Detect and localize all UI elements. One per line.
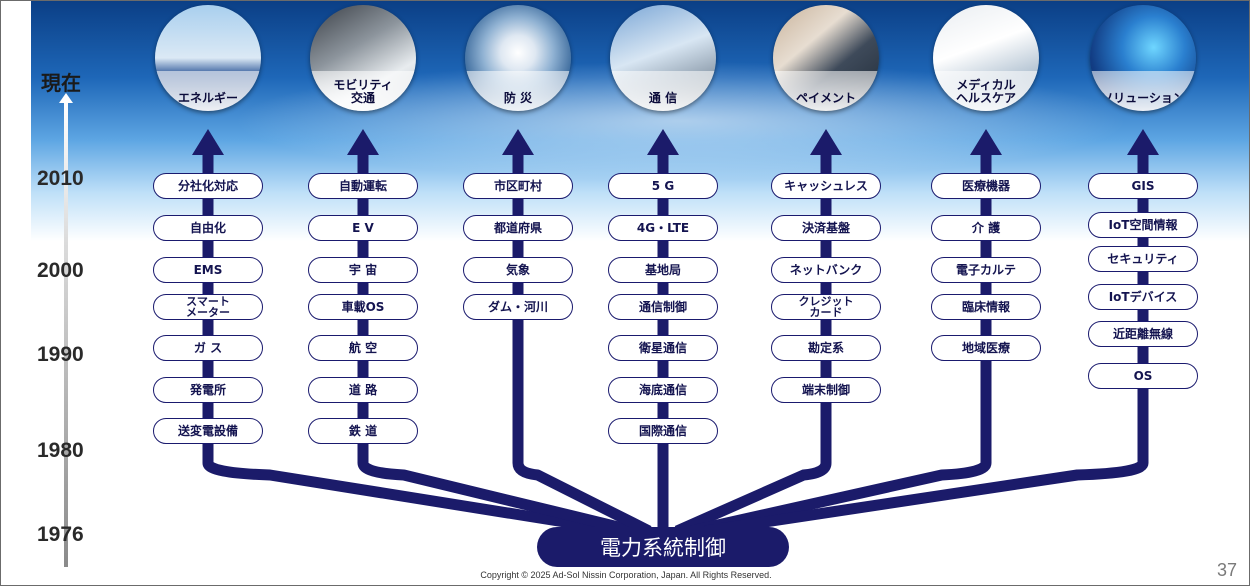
arrow-head-icon xyxy=(347,129,379,155)
arrow-head-icon xyxy=(810,129,842,155)
arrow-head-icon xyxy=(1127,129,1159,155)
domain-item-pill: クレジット カード xyxy=(771,294,881,320)
domain-item-pill: 地域医療 xyxy=(931,335,1041,361)
domain-item-pill: IoTデバイス xyxy=(1088,284,1198,310)
domain-item-pill: ネットバンク xyxy=(771,257,881,283)
domain-item-pill: 国際通信 xyxy=(608,418,718,444)
domain-item-pill: E V xyxy=(308,215,418,241)
domain-item-pill: 鉄 道 xyxy=(308,418,418,444)
arrow-head-icon xyxy=(502,129,534,155)
connector-line xyxy=(202,149,622,537)
domain-item-pill: ガ ス xyxy=(153,335,263,361)
category-label: ソリューション xyxy=(1101,91,1185,105)
domain-item-pill: 4G・LTE xyxy=(608,215,718,241)
category-circle: 通 信 xyxy=(610,5,716,111)
label-band xyxy=(310,71,416,111)
category-circle: 防 災 xyxy=(465,5,571,111)
domain-item-pill: 5 G xyxy=(608,173,718,199)
category-label: メディカル ヘルスケア xyxy=(955,78,1016,105)
timeline-bar xyxy=(64,101,68,567)
timeline-now-label: 現在 xyxy=(41,71,81,95)
domain-item-pill: 海底通信 xyxy=(608,377,718,403)
timeline-arrow-icon xyxy=(59,93,73,103)
domain-item-pill: EMS xyxy=(153,257,263,283)
domain-item-pill: 自由化 xyxy=(153,215,263,241)
connector-line xyxy=(674,149,832,537)
category-circle: エネルギー xyxy=(155,5,261,111)
domain-item-pill: 車載OS xyxy=(308,294,418,320)
domain-item-pill: 決済基盤 xyxy=(771,215,881,241)
domain-item-pill: キャッシュレス xyxy=(771,173,881,199)
category-circle: ソリューション xyxy=(1090,5,1196,111)
category-label: エネルギー xyxy=(177,91,238,105)
category-label: 通 信 xyxy=(648,91,678,105)
domain-item-pill: 分社化対応 xyxy=(153,173,263,199)
category-circle: ペイメント xyxy=(773,5,879,111)
domain-item-pill: 航 空 xyxy=(308,335,418,361)
domain-item-pill: セキュリティ xyxy=(1088,246,1198,272)
label-band xyxy=(610,71,716,111)
domain-item-pill: 衛星通信 xyxy=(608,335,718,361)
category-circle: メディカル ヘルスケア xyxy=(933,5,1039,111)
year-label: 2000 xyxy=(37,259,84,282)
connector-line xyxy=(512,149,652,536)
domain-item-pill: 道 路 xyxy=(308,377,418,403)
arrow-head-icon xyxy=(647,129,679,155)
domain-item-pill: 発電所 xyxy=(153,377,263,403)
label-band xyxy=(773,71,879,111)
domain-item-pill: 自動運転 xyxy=(308,173,418,199)
label-band xyxy=(933,71,1039,111)
label-band xyxy=(465,71,571,111)
domain-item-pill: 勘定系 xyxy=(771,335,881,361)
domain-item-pill: GIS xyxy=(1088,173,1198,199)
category-label: モビリティ 交通 xyxy=(333,78,393,105)
domain-item-pill: 基地局 xyxy=(608,257,718,283)
label-band xyxy=(1090,71,1196,111)
domain-item-pill: スマート メーター xyxy=(153,294,263,320)
domain-item-pill: 都道府県 xyxy=(463,215,573,241)
year-label: 1990 xyxy=(37,343,84,366)
domain-item-pill: IoT空間情報 xyxy=(1088,212,1198,238)
arrow-head-icon xyxy=(970,129,1002,155)
domain-item-pill: 送変電設備 xyxy=(153,418,263,444)
domain-item-pill: 宇 宙 xyxy=(308,257,418,283)
year-label: 2010 xyxy=(37,167,84,190)
connector-line xyxy=(689,149,992,537)
year-label: 1976 xyxy=(37,523,84,546)
domain-item-pill: 端末制御 xyxy=(771,377,881,403)
page-number: 37 xyxy=(1216,560,1237,580)
connector-line xyxy=(704,149,1149,537)
domain-item-pill: 近距離無線 xyxy=(1088,321,1198,347)
domain-item-pill: 通信制御 xyxy=(608,294,718,320)
domain-item-pill: ダム・河川 xyxy=(463,294,573,320)
category-circle: モビリティ 交通 xyxy=(310,5,416,111)
year-label: 1980 xyxy=(37,439,84,462)
domain-item-pill: 市区町村 xyxy=(463,173,573,199)
category-label: ペイメント xyxy=(795,91,856,105)
arrow-head-icon xyxy=(192,129,224,155)
category-label: 防 災 xyxy=(503,91,533,105)
domain-item-pill: 気象 xyxy=(463,257,573,283)
domain-item-pill: OS xyxy=(1088,363,1198,389)
domain-item-pill: 介 護 xyxy=(931,215,1041,241)
domain-item-pill: 臨床情報 xyxy=(931,294,1041,320)
domain-item-pill: 医療機器 xyxy=(931,173,1041,199)
copyright: Copyright © 2025 Ad-Sol Nissin Corporati… xyxy=(480,570,772,580)
root-node: 電力系統制御 xyxy=(537,527,789,567)
domain-item-pill: 電子カルテ xyxy=(931,257,1041,283)
label-band xyxy=(155,71,261,111)
connector-line xyxy=(357,149,637,537)
